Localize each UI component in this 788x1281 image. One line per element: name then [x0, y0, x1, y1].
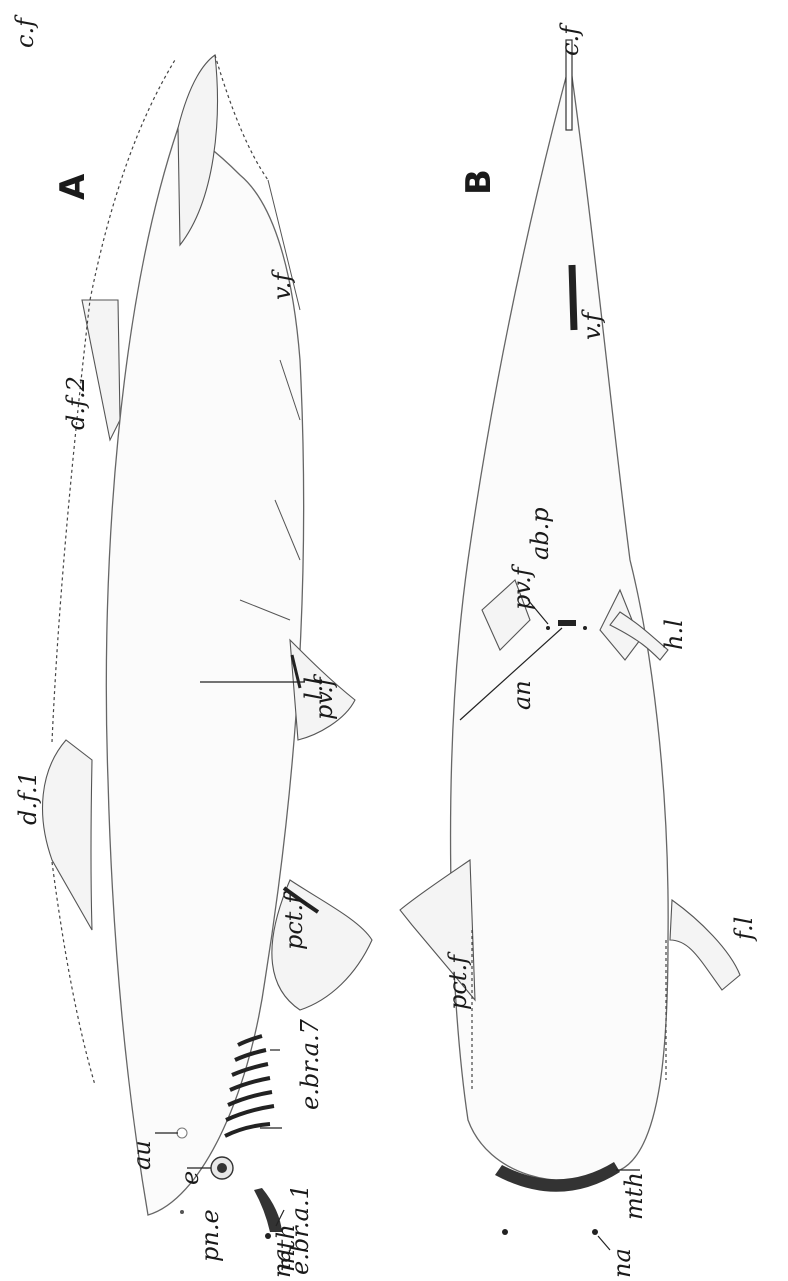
figure-letter-b: B — [459, 169, 499, 195]
leader-na-b — [598, 1236, 610, 1250]
label-b-pvf: pv.f — [508, 563, 536, 610]
label-b-cf: c.f — [556, 22, 584, 56]
figure-b: c.f v.f ab.p pv.f h.l an pct.f f.l mth n… — [400, 22, 758, 1278]
abdominal-pore-lower — [583, 626, 587, 630]
label-a-au: au — [128, 1140, 156, 1170]
first-dorsal-fin-a — [43, 740, 92, 930]
label-b-pctf: pct.f — [444, 951, 472, 1010]
label-b-abp: ab.p — [526, 507, 554, 560]
label-a-pne: pn.e — [196, 1209, 224, 1262]
label-b-mth: mth — [620, 1172, 648, 1220]
nostril-a — [265, 1233, 271, 1239]
label-b-vf: v.f — [578, 309, 606, 340]
nostril-b-right — [592, 1229, 598, 1235]
nostril-b-left — [502, 1229, 508, 1235]
label-a-e: e — [176, 1171, 204, 1185]
label-a-df2: d.f.2 — [62, 376, 90, 430]
label-a-na: na — [268, 1248, 296, 1278]
ventral-fin-b — [572, 265, 574, 330]
label-b-na: na — [608, 1248, 636, 1278]
label-a-ll: l.l — [300, 677, 328, 700]
spiracle-a — [177, 1128, 187, 1138]
label-b-hl: h.l — [660, 619, 688, 650]
figure-letter-a: A — [53, 173, 93, 200]
abdominal-pore-upper — [546, 626, 550, 630]
fore-limb — [670, 900, 740, 990]
label-a-pctf: pct.f — [280, 891, 308, 950]
label-a-cf: c.f — [11, 14, 39, 48]
label-a-vf: v.f — [268, 269, 296, 300]
figure-a: c.f d.f.2 v.f pv.f l.l d.f.1 pct.f e.br.… — [11, 14, 372, 1278]
label-a-df1: d.f.1 — [14, 771, 42, 825]
anus-b — [558, 620, 576, 626]
gill-slit — [226, 1106, 274, 1120]
label-b-an: an — [508, 680, 536, 710]
gill-slit — [225, 1124, 270, 1136]
snout-dot — [180, 1210, 184, 1214]
label-a-ebra7: e.br.a.7 — [296, 1018, 324, 1110]
eye-pupil — [217, 1163, 227, 1173]
label-b-fl: f.l — [730, 917, 758, 942]
